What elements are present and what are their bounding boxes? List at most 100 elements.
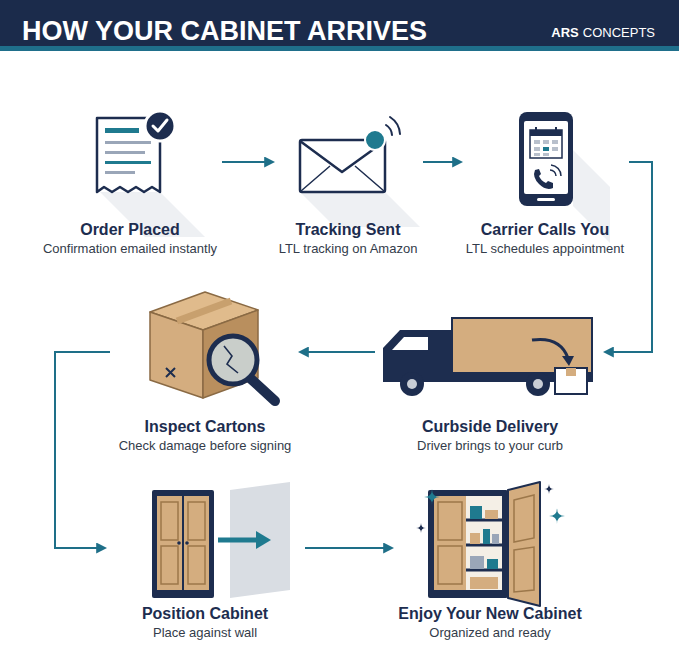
sparkles-part bbox=[424, 489, 440, 505]
phone-icon-part bbox=[530, 130, 562, 136]
envelope-icon-part bbox=[390, 117, 400, 134]
header-band-part bbox=[0, 0, 679, 46]
receipt-icon-part bbox=[145, 111, 175, 141]
position-cabinet-icon-part bbox=[157, 496, 182, 590]
step-node: Tracking SentLTL tracking on Amazon bbox=[273, 105, 423, 258]
phone-icon-part bbox=[534, 140, 540, 144]
truck-icon-part bbox=[452, 318, 592, 374]
phone-icon-part bbox=[543, 147, 549, 151]
flow-connector bbox=[55, 352, 110, 548]
brand-word: CONCEPTS bbox=[583, 25, 655, 41]
open-cabinet-icon-part bbox=[485, 510, 498, 519]
position-cabinet-icon bbox=[152, 482, 290, 598]
position-cabinet-icon-part bbox=[188, 502, 205, 540]
sparkles-part bbox=[549, 508, 565, 524]
receipt-icon-part bbox=[105, 141, 151, 144]
truck-icon-part bbox=[407, 379, 417, 389]
carton-magnifier-icon-part bbox=[150, 312, 203, 398]
receipt-icon-part bbox=[105, 128, 139, 133]
position-cabinet-icon-part bbox=[185, 541, 189, 545]
receipt-icon-part bbox=[153, 120, 167, 131]
position-cabinet-icon-part bbox=[161, 546, 178, 584]
brand-word: ARS bbox=[551, 25, 578, 41]
phone-icon-part bbox=[550, 170, 556, 176]
carton-magnifier-icon bbox=[150, 292, 275, 401]
phone-icon-part bbox=[537, 198, 555, 201]
truck-icon-part bbox=[532, 339, 568, 358]
open-cabinet-icon bbox=[428, 482, 540, 606]
flow-connector bbox=[305, 547, 392, 549]
phone-icon-part bbox=[552, 147, 558, 151]
step-description: Organized and ready bbox=[429, 624, 550, 642]
position-cabinet-icon-part bbox=[256, 531, 271, 549]
sparkles bbox=[416, 484, 565, 533]
brand-mark: ARS CONCEPTS bbox=[551, 25, 655, 41]
receipt-icon-part bbox=[105, 171, 135, 174]
open-cabinet-icon-part bbox=[438, 546, 462, 584]
carton-magnifier-icon-part bbox=[251, 379, 275, 401]
step-description: Place against wall bbox=[153, 624, 257, 642]
flow-connector bbox=[222, 161, 273, 163]
phone-icon-part bbox=[530, 130, 562, 158]
step-node: Position CabinetPlace against wall bbox=[105, 478, 305, 642]
flow-connector bbox=[423, 161, 461, 163]
step-node: Carrier Calls YouLTL schedules appointme… bbox=[461, 105, 629, 258]
flow-connector bbox=[300, 351, 375, 353]
step-description: LTL schedules appointment bbox=[466, 240, 624, 258]
sparkles-part bbox=[416, 523, 426, 533]
step-node: Order PlacedConfirmation emailed instant… bbox=[38, 105, 222, 258]
open-cabinet-icon-part bbox=[438, 502, 462, 540]
envelope-icon-part bbox=[386, 125, 392, 135]
open-cabinet-icon-part bbox=[470, 506, 482, 519]
truck-icon-part bbox=[562, 356, 574, 366]
carton-magnifier-icon-part bbox=[177, 301, 231, 321]
truck-icon-part bbox=[400, 372, 424, 396]
open-cabinet-icon-part bbox=[434, 496, 466, 590]
phone-icon-part bbox=[535, 127, 537, 133]
step-heading: Order Placed bbox=[80, 219, 180, 240]
envelope-icon-part bbox=[365, 130, 385, 150]
open-cabinet-icon-part bbox=[514, 495, 534, 542]
receipt-icon-part bbox=[105, 161, 151, 164]
phone-icon-part bbox=[555, 127, 557, 133]
step-heading: Enjoy Your New Cabinet bbox=[398, 603, 581, 624]
carton-magnifier-icon-part bbox=[203, 310, 258, 398]
phone-icon-part bbox=[534, 153, 540, 156]
step-node: Inspect CartonsCheck damage before signi… bbox=[110, 280, 300, 455]
open-cabinet-icon-part bbox=[428, 490, 508, 598]
open-cabinet-icon-part bbox=[470, 577, 498, 589]
truck-icon bbox=[383, 318, 593, 396]
position-cabinet-icon-part bbox=[188, 546, 205, 584]
receipt-icon bbox=[97, 111, 205, 237]
open-cabinet-icon-part bbox=[492, 534, 499, 544]
header-band-part bbox=[0, 46, 679, 51]
step-heading: Carrier Calls You bbox=[481, 219, 609, 240]
open-cabinet-icon-part bbox=[434, 496, 502, 590]
header-band bbox=[0, 0, 679, 51]
open-cabinet-icon-part bbox=[508, 482, 540, 606]
position-cabinet-icon-part bbox=[184, 496, 209, 590]
position-cabinet-icon-part bbox=[152, 490, 214, 598]
open-cabinet-icon-part bbox=[470, 556, 484, 569]
open-cabinet-icon-part bbox=[514, 547, 534, 592]
carton-magnifier-icon-part bbox=[166, 368, 175, 377]
position-cabinet-icon-part bbox=[218, 538, 258, 543]
step-heading: Tracking Sent bbox=[296, 219, 401, 240]
step-description: Confirmation emailed instantly bbox=[43, 240, 217, 258]
phone-icon-part bbox=[543, 153, 549, 156]
step-description: Driver brings to your curb bbox=[417, 437, 563, 455]
phone-icon-part bbox=[519, 112, 573, 206]
envelope-icon bbox=[300, 117, 420, 227]
phone-icon-part bbox=[552, 140, 558, 144]
step-description: Check damage before signing bbox=[119, 437, 292, 455]
position-cabinet-icon-part bbox=[177, 541, 181, 545]
step-node: Curbside DeliveryDriver brings to your c… bbox=[375, 280, 605, 455]
step-heading: Inspect Cartons bbox=[145, 416, 266, 437]
open-cabinet-icon-part bbox=[483, 529, 490, 544]
receipt-icon-part bbox=[105, 151, 145, 154]
position-cabinet-icon-part bbox=[161, 502, 178, 540]
truck-icon-part bbox=[566, 368, 576, 376]
